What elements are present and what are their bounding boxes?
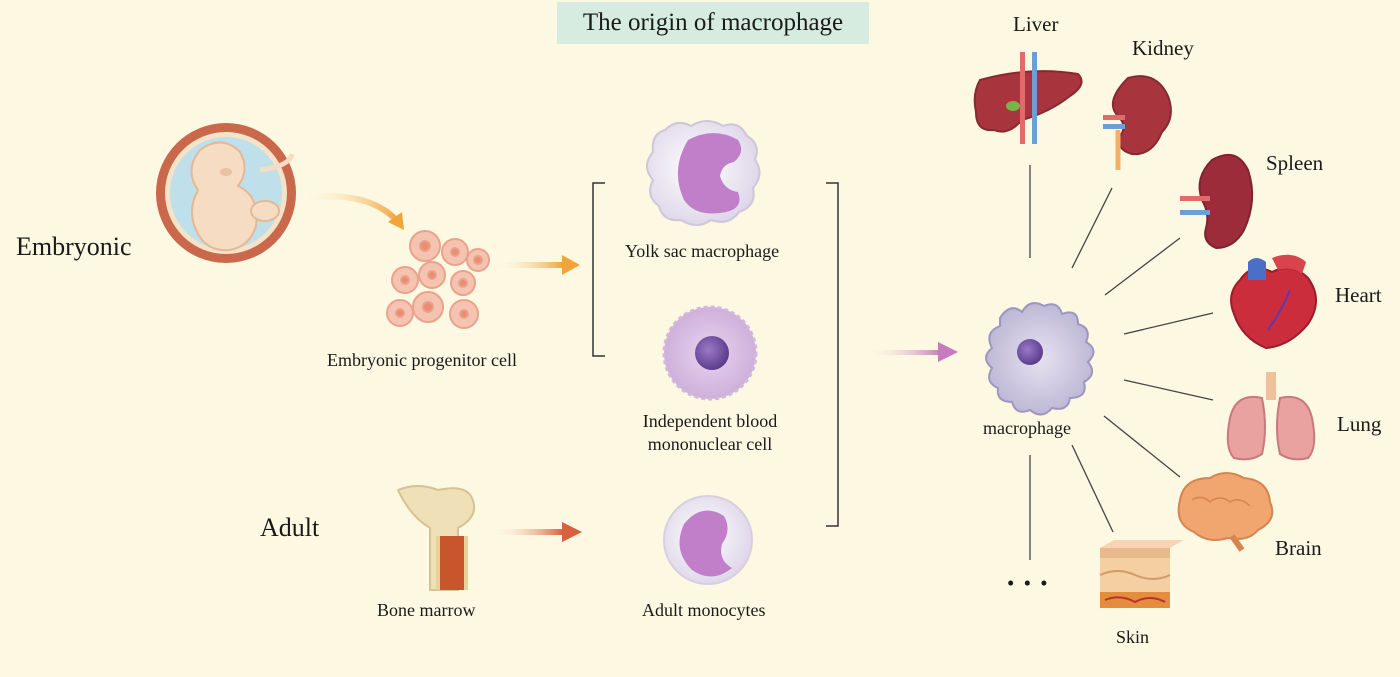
organ-label-liver: Liver	[1013, 12, 1059, 36]
heart-icon	[1230, 254, 1317, 350]
skin-icon	[1099, 540, 1184, 608]
organ-label-lung: Lung	[1337, 412, 1382, 436]
blood-mononuclear-cell-icon	[662, 305, 758, 401]
macrophage-label: macrophage	[983, 418, 1071, 438]
embryonic-arrow-straight	[495, 255, 580, 275]
organ-label-kidney: Kidney	[1132, 36, 1194, 60]
blood-cell-label-line1: Independent blood	[642, 411, 778, 431]
organ-label-skin: Skin	[1116, 627, 1150, 647]
source-embryonic-label: Embryonic	[16, 232, 132, 261]
blood-cell-label-line2: mononuclear cell	[647, 434, 773, 454]
progenitor-cell-icon	[386, 230, 490, 329]
yolk-sac-label: Yolk sac macrophage	[625, 241, 780, 261]
monocyte-icon	[663, 495, 753, 585]
bone-marrow-icon	[396, 485, 476, 591]
yolk-sac-macrophage-icon	[646, 120, 761, 226]
macrophage-arrow	[868, 342, 958, 362]
organ-label-spleen: Spleen	[1266, 151, 1324, 175]
fetus-icon	[156, 123, 296, 263]
spleen-icon	[1180, 153, 1254, 250]
right-bracket	[826, 182, 839, 527]
embryonic-progenitor-label: Embryonic progenitor cell	[327, 350, 517, 370]
kidney-icon	[1103, 75, 1172, 170]
lung-icon	[1226, 372, 1316, 461]
macrophage-icon	[985, 302, 1095, 416]
adult-arrow	[493, 522, 582, 542]
liver-icon	[973, 52, 1083, 144]
adult-monocytes-label: Adult monocytes	[642, 600, 766, 620]
embryonic-arrow-curved	[304, 193, 404, 230]
organ-connectors	[1029, 165, 1214, 560]
organ-label-heart: Heart	[1335, 283, 1382, 307]
source-adult-label: Adult	[260, 513, 320, 542]
organ-label-brain: Brain	[1275, 536, 1322, 560]
left-bracket	[592, 182, 605, 357]
bone-marrow-label: Bone marrow	[377, 600, 476, 620]
page-title: The origin of macrophage	[557, 2, 869, 44]
brain-icon	[1177, 472, 1274, 552]
organ-label-more: • • •	[1007, 571, 1050, 595]
